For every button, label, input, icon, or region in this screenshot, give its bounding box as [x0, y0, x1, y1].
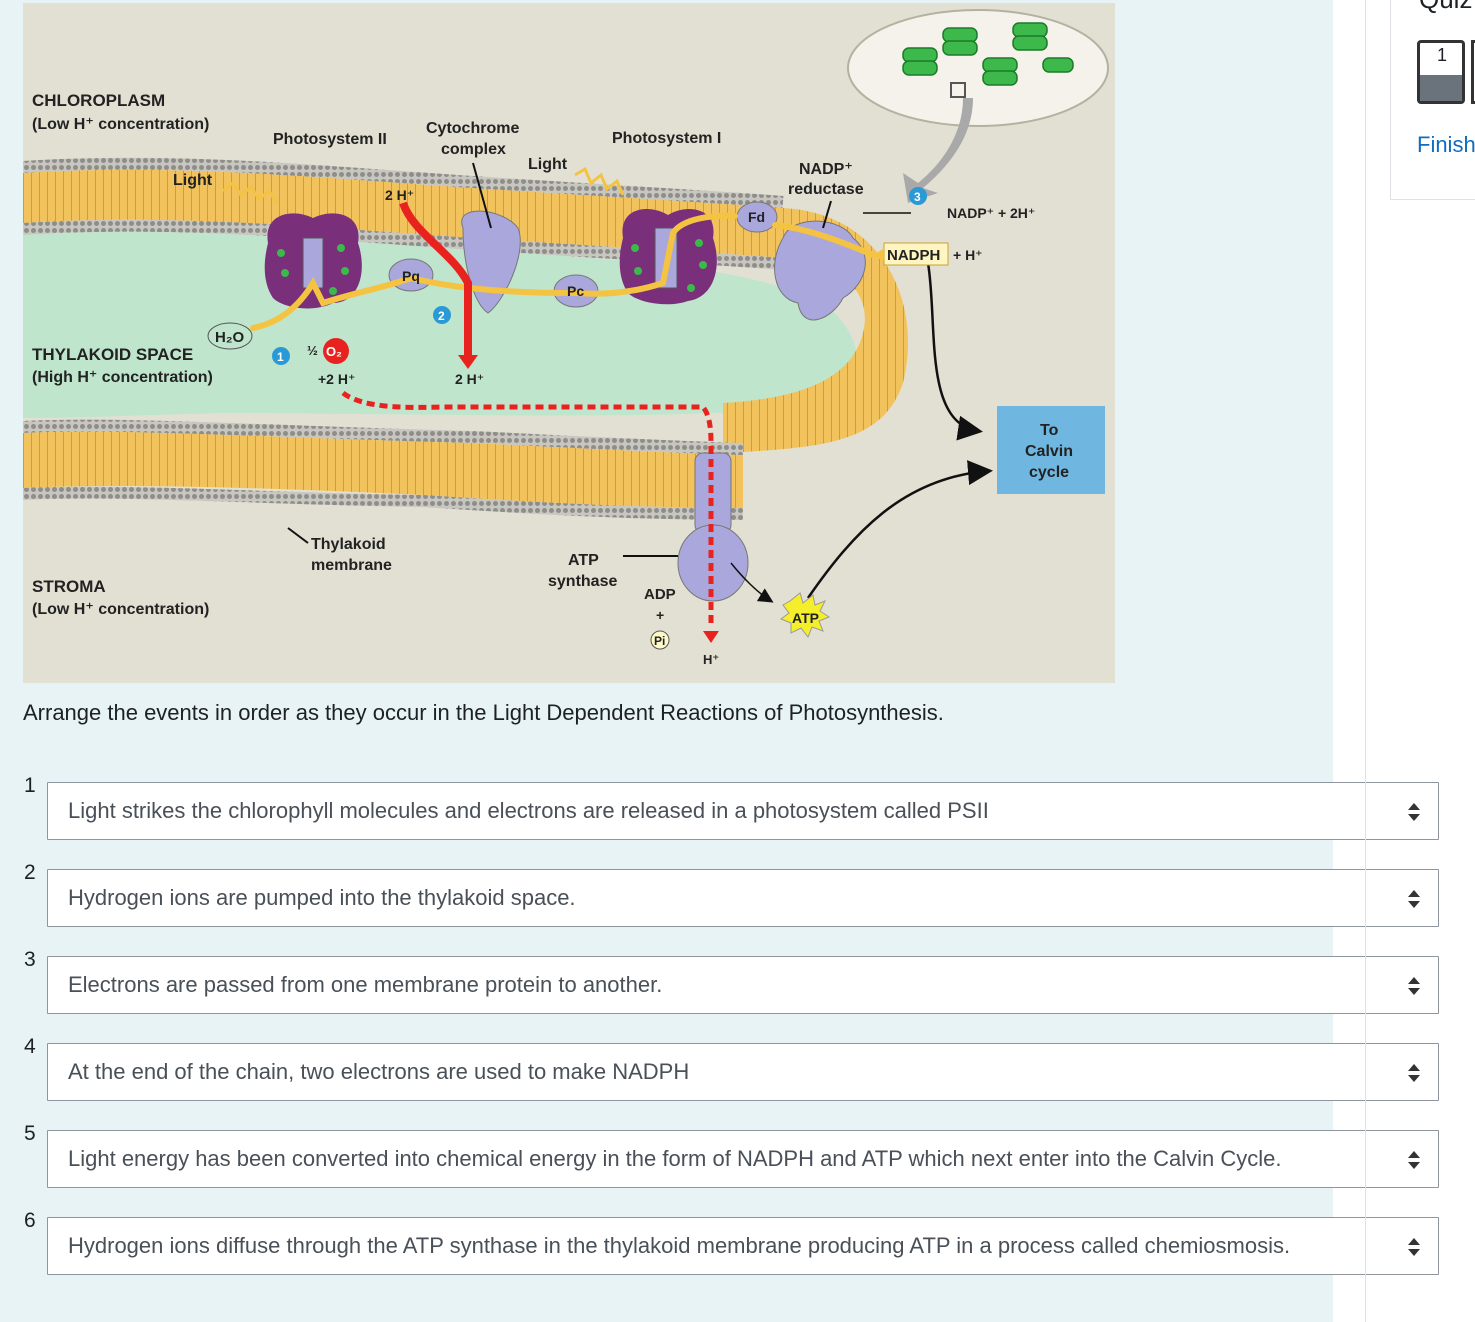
- label-calvin-1: To: [1040, 422, 1059, 439]
- label-calvin-3: cycle: [1029, 464, 1069, 481]
- question-prompt: Arrange the events in order as they occu…: [23, 700, 944, 725]
- light-zigzag-1: [222, 180, 279, 204]
- order-select-1[interactable]: Light strikes the chlorophyll molecules …: [47, 782, 1439, 840]
- order-select-value: Light strikes the chlorophyll molecules …: [68, 798, 989, 823]
- lower-membrane: [23, 431, 743, 508]
- label-photosystem-ii: Photosystem II: [273, 131, 387, 148]
- order-select-6[interactable]: Hydrogen ions diffuse through the ATP sy…: [47, 1217, 1439, 1275]
- quiz-navigation: Quiz 1 Finish: [1390, 0, 1475, 200]
- nadph-box: [883, 242, 949, 266]
- question-nav-button-1[interactable]: 1: [1417, 40, 1465, 104]
- question-panel: CHLOROPLASM (Low H⁺ concentration) THYLA…: [0, 0, 1439, 1322]
- label-thylakoid-membrane-1: Thylakoid: [311, 536, 386, 553]
- label-calvin-2: Calvin: [1025, 443, 1073, 460]
- step3-circle: [909, 187, 927, 205]
- select-arrows-icon: [1408, 1238, 1420, 1256]
- label-atp-synthase-2: synthase: [548, 573, 617, 590]
- label-pc: Pc: [567, 283, 584, 299]
- label-nadp-reductase-1: NADP⁺: [799, 161, 853, 178]
- order-number-2: 2: [24, 861, 36, 884]
- order-select-2[interactable]: Hydrogen ions are pumped into the thylak…: [47, 869, 1439, 927]
- order-row-6: 6 Hydrogen ions diffuse through the ATP …: [0, 1209, 1440, 1277]
- label-light-2: Light: [528, 156, 568, 173]
- atp-synthase: [677, 452, 749, 602]
- label-plus-2h: +2 H⁺: [318, 371, 355, 387]
- label-step1: 1: [277, 350, 284, 364]
- o2-circle: [323, 338, 349, 364]
- select-arrows-icon: [1408, 1151, 1420, 1169]
- label-cytochrome-2: complex: [441, 141, 506, 158]
- order-select-value: Electrons are passed from one membrane p…: [68, 972, 663, 997]
- label-adp: ADP: [644, 586, 676, 603]
- select-arrows-icon: [1408, 1064, 1420, 1082]
- step2-circle: [433, 306, 451, 324]
- label-stroma: STROMA: [32, 577, 106, 596]
- order-row-4: 4 At the end of the chain, two electrons…: [0, 1035, 1440, 1103]
- photosynthesis-diagram: CHLOROPLASM (Low H⁺ concentration) THYLA…: [23, 3, 1115, 683]
- question-nav-button-2[interactable]: [1471, 40, 1475, 104]
- label-photosystem-i: Photosystem I: [612, 130, 721, 147]
- step1-circle: [272, 347, 290, 365]
- order-number-1: 1: [24, 774, 36, 797]
- label-h-bottom: H⁺: [703, 652, 719, 667]
- label-step3: 3: [914, 190, 921, 204]
- order-select-4[interactable]: At the end of the chain, two electrons a…: [47, 1043, 1439, 1101]
- label-nadph: NADPH: [887, 247, 940, 264]
- select-arrows-icon: [1408, 803, 1420, 821]
- order-row-2: 2 Hydrogen ions are pumped into the thyl…: [0, 861, 1440, 929]
- label-thylakoid-space: THYLAKOID SPACE: [32, 345, 193, 364]
- question-nav-number: 1: [1436, 45, 1447, 65]
- question-nav-status-fill: [1420, 75, 1462, 101]
- label-pq: Pq: [402, 268, 420, 284]
- order-select-value: Hydrogen ions are pumped into the thylak…: [68, 885, 576, 910]
- h2o-oval: [207, 322, 253, 350]
- select-arrows-icon: [1408, 890, 1420, 908]
- order-row-3: 3 Electrons are passed from one membrane…: [0, 948, 1440, 1016]
- order-select-5[interactable]: Light energy has been converted into che…: [47, 1130, 1439, 1188]
- pi-circle: [650, 630, 670, 650]
- label-nadp-plus: NADP⁺ + 2H⁺: [947, 205, 1035, 221]
- order-number-5: 5: [24, 1122, 36, 1145]
- order-row-5: 5 Light energy has been converted into c…: [0, 1122, 1440, 1190]
- label-step2: 2: [438, 309, 445, 323]
- label-half: ½: [307, 343, 318, 358]
- order-number-3: 3: [24, 948, 36, 971]
- calvin-cycle-box: [997, 406, 1105, 494]
- order-select-value: At the end of the chain, two electrons a…: [68, 1059, 690, 1084]
- label-fd: Fd: [748, 209, 765, 225]
- label-atp-synthase-1: ATP: [568, 552, 599, 569]
- label-light-1: Light: [173, 172, 213, 189]
- label-thylakoid-membrane-2: membrane: [311, 557, 392, 574]
- order-number-6: 6: [24, 1209, 36, 1232]
- label-o2: O₂: [326, 344, 342, 359]
- label-nadp-reductase-2: reductase: [788, 181, 864, 198]
- finish-attempt-link[interactable]: Finish: [1417, 132, 1475, 157]
- label-pi: Pi: [654, 634, 665, 648]
- label-plus: +: [656, 607, 664, 623]
- label-chloroplast: CHLOROPLASM: [32, 91, 165, 110]
- order-select-3[interactable]: Electrons are passed from one membrane p…: [47, 956, 1439, 1014]
- label-h2o: H₂O: [215, 329, 244, 346]
- label-thylakoid-space-sub: (High H⁺ concentration): [32, 369, 213, 386]
- label-2h-mid: 2 H⁺: [455, 371, 484, 387]
- panel-divider: [1365, 0, 1366, 1322]
- select-arrows-icon: [1408, 977, 1420, 995]
- light-zigzag-2: [574, 166, 625, 196]
- order-number-4: 4: [24, 1035, 36, 1058]
- upper-membrane: [23, 169, 783, 258]
- order-row-1: 1 Light strikes the chlorophyll molecule…: [0, 774, 1440, 842]
- label-stroma-sub: (Low H⁺ concentration): [32, 601, 209, 618]
- photosystem-ii: [264, 213, 362, 309]
- label-chloroplast-sub: (Low H⁺ concentration): [32, 116, 209, 133]
- order-select-value: Hydrogen ions diffuse through the ATP sy…: [68, 1233, 1291, 1258]
- label-cytochrome-1: Cytochrome: [426, 120, 519, 137]
- electron-path: [250, 212, 876, 331]
- label-2h-top: 2 H⁺: [385, 187, 414, 203]
- proton-pump-arrow: [399, 201, 472, 358]
- atp-burst: [779, 592, 831, 638]
- order-select-value: Light energy has been converted into che…: [68, 1146, 1282, 1171]
- quiz-nav-title: Quiz: [1419, 0, 1472, 15]
- label-plus-h: + H⁺: [953, 247, 983, 263]
- label-atp: ATP: [792, 610, 819, 626]
